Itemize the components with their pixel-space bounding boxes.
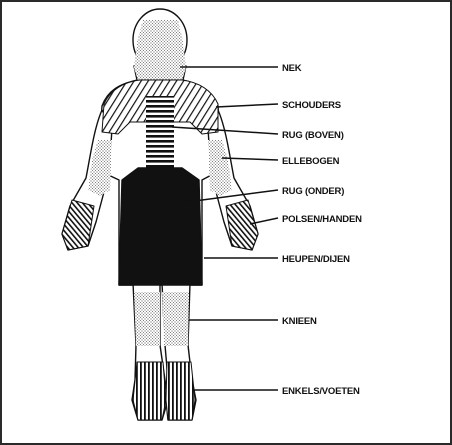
leader-shoulders [216, 104, 278, 107]
region-knee-left [134, 292, 160, 346]
label-upper-back: RUG (BOVEN) [282, 130, 344, 141]
label-lower-back: RUG (ONDER) [282, 186, 344, 197]
region-ankle-foot-right [166, 362, 195, 420]
label-ankles: ENKELS/VOETEN [282, 386, 360, 397]
region-labels: NEK SCHOUDERS RUG (BOVEN) ELLEBOGEN RUG … [282, 63, 362, 397]
label-neck: NEK [282, 63, 302, 74]
label-elbows: ELLEBOGEN [282, 156, 340, 167]
human-figure [62, 9, 258, 420]
label-shoulders: SCHOUDERS [282, 100, 341, 111]
region-upper-back [146, 96, 174, 170]
region-knee-right [162, 292, 189, 346]
label-wrists: POLSEN/HANDEN [282, 214, 362, 225]
region-ankle-foot-left [133, 362, 166, 420]
label-knees: KNIEEN [282, 316, 317, 327]
label-hips: HEUPEN/DIJEN [282, 254, 350, 265]
region-neck [134, 20, 186, 86]
region-lower-back-hips [119, 168, 202, 285]
